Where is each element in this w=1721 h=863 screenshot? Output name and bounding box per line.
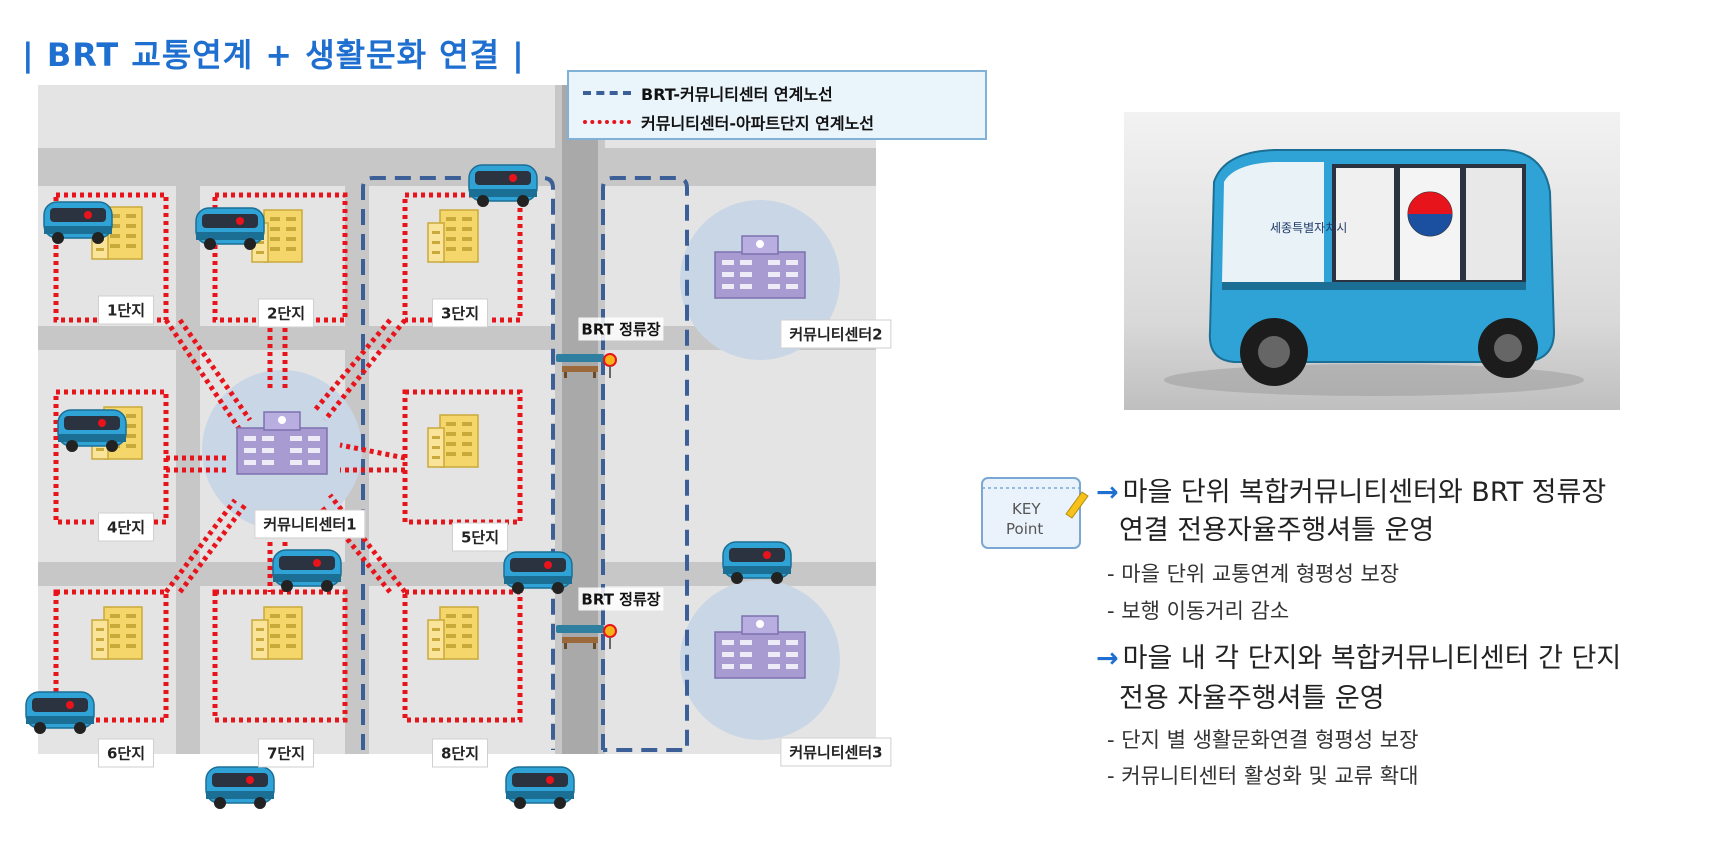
shuttle-icon [25,691,95,735]
key-point-1-line1: 마을 단위 복합커뮤니티센터와 BRT 정류장 [1122,477,1607,508]
shuttle-icon [505,766,575,810]
key-point-2-sub1: - 단지 별 생활문화연결 형평성 보장 [1107,728,1419,752]
community-center-label: 커뮤니티센터3 [780,737,892,767]
community-center-label: 커뮤니티센터2 [780,319,892,349]
key-badge-line1: KEY [1012,500,1041,518]
legend-item-brt: BRT-커뮤니티센터 연계노선 [583,81,833,105]
key-point-2-line1: 마을 내 각 단지와 복합커뮤니티센터 간 단지 [1122,643,1622,674]
complex-label: 5단지 [451,522,509,552]
brt-community-route [361,176,689,752]
arrow-right-icon: → [1096,477,1119,508]
community-center-label: 커뮤니티센터1 [254,509,366,539]
shuttle-photo: 세종특별자치시 [1124,112,1620,410]
brt-lane [562,85,598,754]
legend-swatch-blue [583,91,631,95]
key-point-2-line2: 전용 자율주행셔틀 운영 [1119,683,1385,714]
shuttle-icon [722,541,792,585]
complex-label: 1단지 [97,295,155,325]
key-badge-line2: Point [1006,520,1043,538]
legend-swatch-red [583,120,631,124]
complex-label: 2단지 [257,298,315,328]
van-lettering: 세종특별자치시 [1270,221,1347,235]
legend-label: 커뮤니티센터-아파트단지 연계노선 [641,114,875,133]
complex-label: 3단지 [431,298,489,328]
complex-label: 4단지 [97,512,155,542]
shuttle-icon [503,551,573,595]
legend-item-apartment: 커뮤니티센터-아파트단지 연계노선 [583,110,874,134]
key-point-1: →마을 단위 복합커뮤니티센터와 BRT 정류장 [1096,470,1606,509]
key-point-2-sub2: - 커뮤니티센터 활성화 및 교류 확대 [1107,764,1419,788]
shuttle-icon [57,409,127,453]
shuttle-icon [195,207,265,251]
shuttle-icon [205,766,275,810]
page-title: | BRT 교통연계 + 생활문화 연결 | [22,36,525,74]
brt-stop-label: BRT 정류장 [578,587,664,611]
key-point-badge: KEY Point [978,470,1090,556]
apartment-route [53,192,523,723]
shuttle-icon [468,164,538,208]
shuttle-icon [272,549,342,593]
route-legend: BRT-커뮤니티센터 연계노선 커뮤니티센터-아파트단지 연계노선 [567,70,987,140]
brt-stop-label: BRT 정류장 [578,317,664,341]
autonomous-shuttle-illustration: 세종특별자치시 [1164,149,1584,396]
key-point-2: →마을 내 각 단지와 복합커뮤니티센터 간 단지 [1096,636,1621,675]
arrow-right-icon: → [1096,643,1119,674]
village-map [25,85,876,810]
complex-label: 8단지 [431,738,489,768]
complex-label: 7단지 [257,738,315,768]
complex-label: 6단지 [97,738,155,768]
legend-label: BRT-커뮤니티센터 연계노선 [641,85,833,104]
shuttle-icon [43,201,113,245]
key-point-1-line2: 연결 전용자율주행셔틀 운영 [1119,515,1435,546]
key-point-1-sub2: - 보행 이동거리 감소 [1107,599,1290,623]
key-point-1-sub1: - 마을 단위 교통연계 형평성 보장 [1107,562,1400,586]
